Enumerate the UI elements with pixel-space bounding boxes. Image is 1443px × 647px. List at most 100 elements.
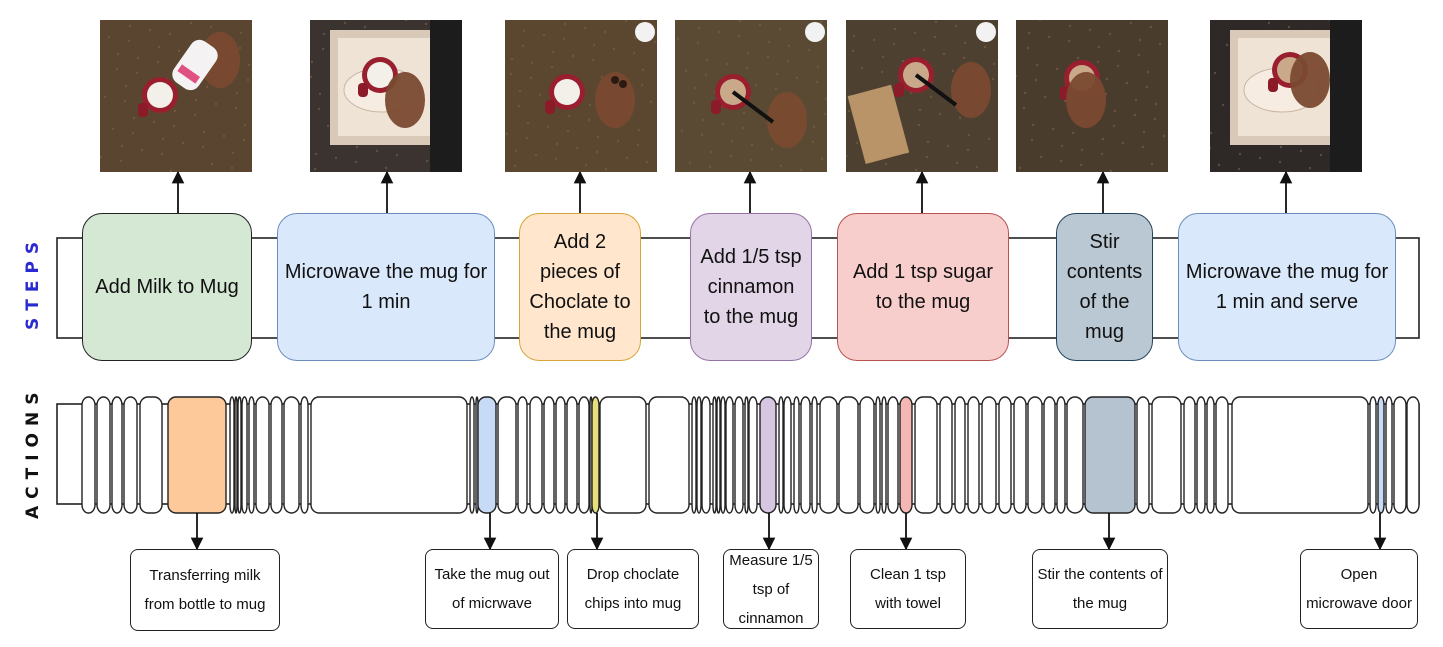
action-segment bbox=[543, 396, 555, 514]
step-text: Stir contents of the mug bbox=[1066, 231, 1143, 343]
step-box: Add 1/5 tsp cinnamon to the mug bbox=[690, 213, 812, 361]
action-segment bbox=[1056, 396, 1066, 514]
action-segment bbox=[859, 396, 875, 514]
serve-photo bbox=[1210, 20, 1362, 172]
milk-pouring-photo bbox=[100, 20, 252, 172]
action-segment bbox=[793, 396, 800, 514]
step-text: Microwave the mug for 1 min bbox=[284, 261, 488, 313]
stirring-photo bbox=[1016, 20, 1168, 172]
action-segment bbox=[881, 396, 887, 514]
chocolate-photo bbox=[505, 20, 657, 172]
action-segment bbox=[283, 396, 300, 514]
action-segment bbox=[237, 396, 242, 514]
action-segment bbox=[599, 396, 647, 514]
step-box: Add 1 tsp sugar to the mug bbox=[837, 213, 1009, 361]
action-segment bbox=[1013, 396, 1027, 514]
action-segment bbox=[939, 396, 953, 514]
action-segment bbox=[1043, 396, 1056, 514]
action-segment bbox=[529, 396, 543, 514]
action-segment bbox=[234, 396, 238, 514]
highlighted-action-segment bbox=[1084, 396, 1136, 514]
action-segment bbox=[783, 396, 792, 514]
cinnamon-photo bbox=[675, 20, 827, 172]
action-segment bbox=[1136, 396, 1150, 514]
action-caption-text: Transferring milk from bottle to mug bbox=[144, 567, 266, 613]
action-segment bbox=[1406, 396, 1420, 514]
step-text: Microwave the mug for 1 min and serve bbox=[1185, 261, 1389, 313]
action-caption-text: Take the mug out of micrwave bbox=[434, 566, 550, 612]
action-caption-text: Measure 1/5 tsp of cinnamon bbox=[729, 551, 813, 627]
action-segment bbox=[1231, 396, 1369, 514]
action-segment bbox=[469, 396, 475, 514]
action-caption: Drop choclate chips into mug bbox=[567, 549, 699, 629]
action-caption-text: Drop choclate chips into mug bbox=[584, 566, 682, 612]
action-caption: Measure 1/5 tsp of cinnamon bbox=[723, 549, 819, 629]
step-box: Stir contents of the mug bbox=[1056, 213, 1153, 361]
step-box: Add 2 pieces of Choclate to the mug bbox=[519, 213, 641, 361]
action-caption: Transferring milk from bottle to mug bbox=[130, 549, 280, 631]
action-segment bbox=[1393, 396, 1407, 514]
action-caption: Take the mug out of micrwave bbox=[425, 549, 559, 629]
action-caption-text: Open microwave door bbox=[1306, 566, 1412, 612]
action-segment bbox=[838, 396, 859, 514]
microwave-photo bbox=[310, 20, 462, 172]
action-segment bbox=[734, 396, 744, 514]
action-segment bbox=[648, 396, 690, 514]
action-segment bbox=[691, 396, 697, 514]
action-segment bbox=[720, 396, 726, 514]
action-segment bbox=[517, 396, 528, 514]
actions-timeline-bar bbox=[56, 396, 1420, 514]
action-segment bbox=[748, 396, 758, 514]
action-segment bbox=[954, 396, 966, 514]
action-segment bbox=[967, 396, 980, 514]
step-box: Microwave the mug for 1 min and serve bbox=[1178, 213, 1396, 361]
action-segment bbox=[555, 396, 566, 514]
step-text: Add 1 tsp sugar to the mug bbox=[852, 261, 994, 313]
step-box: Microwave the mug for 1 min bbox=[277, 213, 495, 361]
action-segment bbox=[248, 396, 255, 514]
action-segment bbox=[229, 396, 235, 514]
action-segment bbox=[800, 396, 811, 514]
highlighted-action-segment bbox=[1377, 396, 1385, 514]
connector-arrows bbox=[171, 170, 1387, 551]
action-segment bbox=[1151, 396, 1182, 514]
action-segment bbox=[578, 396, 590, 514]
action-segment bbox=[1385, 396, 1393, 514]
action-segment bbox=[270, 396, 283, 514]
actions-row-label: ACTIONS bbox=[23, 385, 43, 519]
step-text: Add 1/5 tsp cinnamon to the mug bbox=[700, 246, 802, 328]
action-segment bbox=[1027, 396, 1043, 514]
highlighted-action-segment bbox=[167, 396, 227, 514]
action-caption-text: Clean 1 tsp with towel bbox=[870, 566, 946, 612]
action-segment bbox=[139, 396, 163, 514]
action-segment bbox=[712, 396, 717, 514]
action-segment bbox=[81, 396, 96, 514]
action-segment bbox=[497, 396, 517, 514]
action-segment bbox=[701, 396, 711, 514]
action-segment bbox=[255, 396, 270, 514]
action-segment bbox=[1183, 396, 1196, 514]
action-segment bbox=[998, 396, 1012, 514]
action-segment bbox=[778, 396, 784, 514]
action-segment bbox=[1215, 396, 1229, 514]
step-text: Add 2 pieces of Choclate to the mug bbox=[529, 231, 631, 343]
action-segment bbox=[875, 396, 881, 514]
highlighted-action-segment bbox=[899, 396, 913, 514]
action-segment bbox=[696, 396, 702, 514]
steps-row-label: STEPS bbox=[23, 234, 43, 330]
sugar-photo bbox=[846, 20, 998, 172]
highlighted-action-segment bbox=[759, 396, 777, 514]
action-segment bbox=[310, 396, 468, 514]
action-caption: Clean 1 tsp with towel bbox=[850, 549, 966, 629]
action-segment bbox=[1066, 396, 1084, 514]
action-segment bbox=[716, 396, 721, 514]
action-caption-text: Stir the contents of the mug bbox=[1037, 566, 1163, 612]
action-caption: Open microwave door bbox=[1300, 549, 1418, 629]
action-segment bbox=[96, 396, 111, 514]
action-segment bbox=[725, 396, 734, 514]
action-segment bbox=[300, 396, 309, 514]
action-segment bbox=[744, 396, 749, 514]
action-segment bbox=[887, 396, 899, 514]
highlighted-action-segment bbox=[591, 396, 600, 514]
action-segment bbox=[1206, 396, 1215, 514]
